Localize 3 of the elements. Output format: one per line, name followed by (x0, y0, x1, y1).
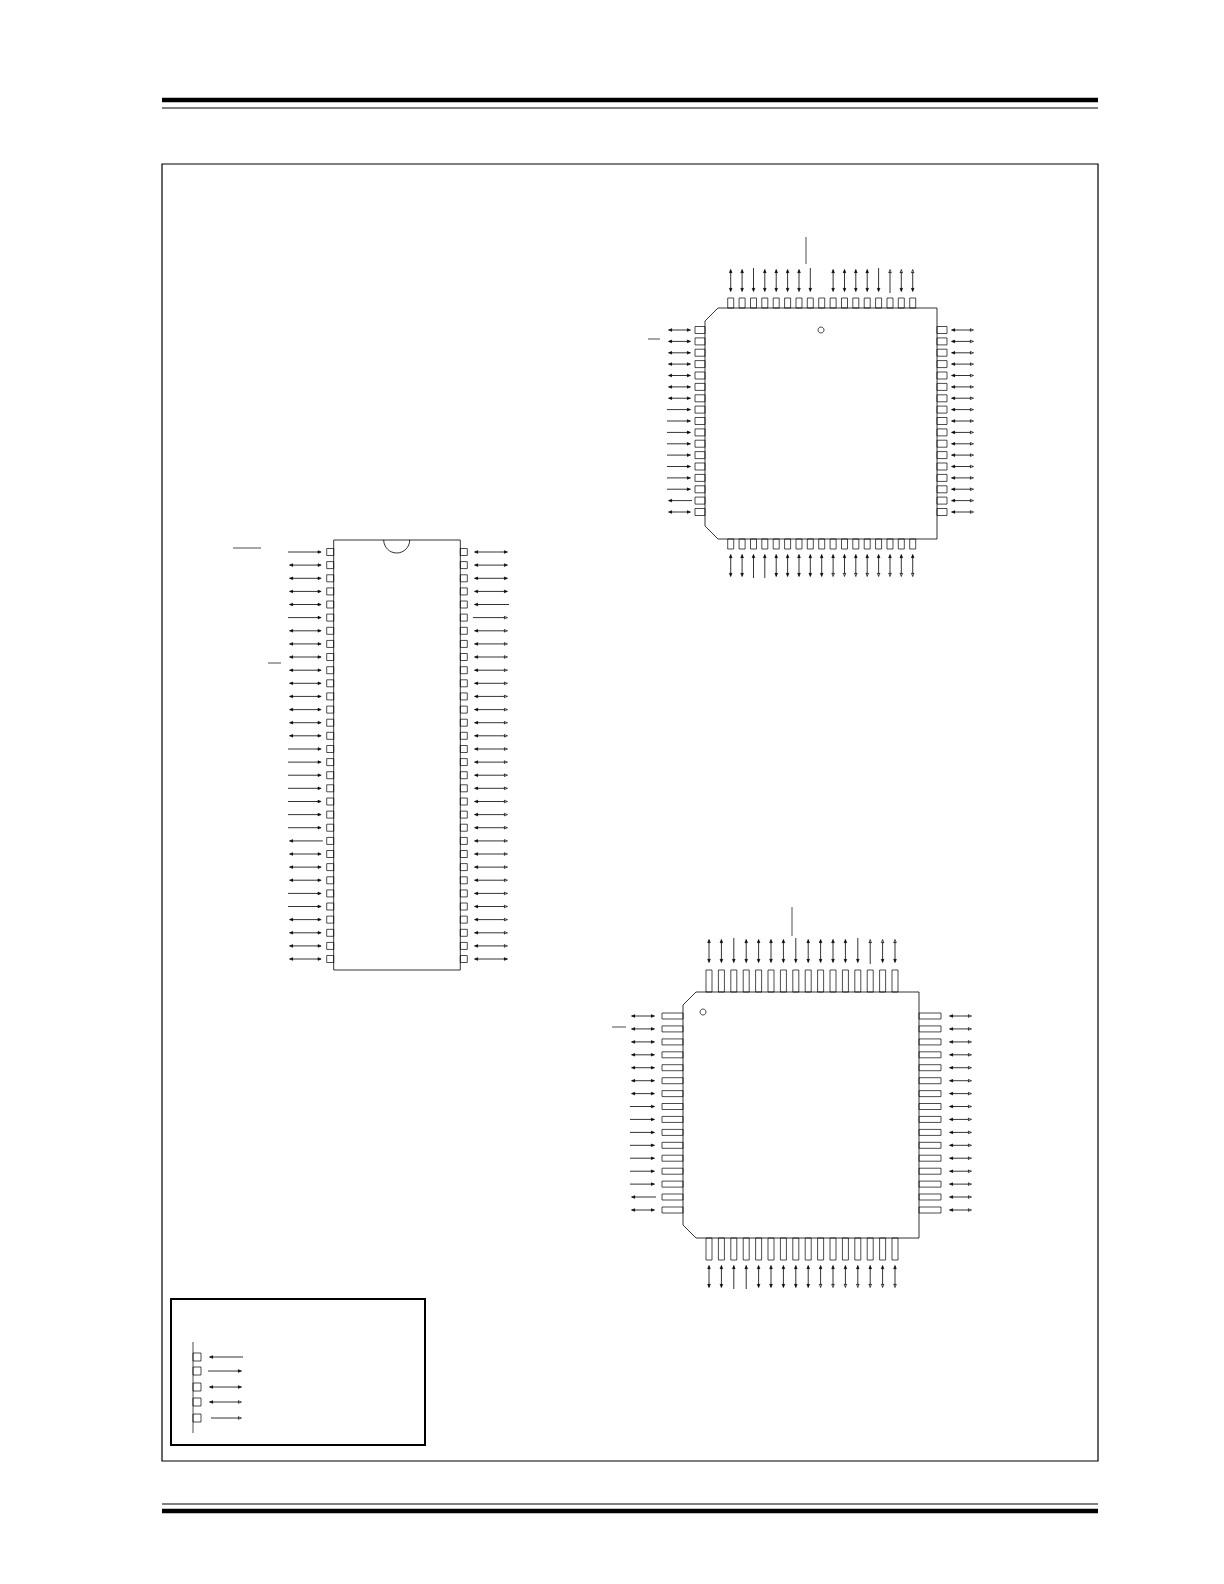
dip-package (333, 539, 461, 971)
chip-package (682, 991, 920, 1239)
chip-package (704, 307, 938, 540)
